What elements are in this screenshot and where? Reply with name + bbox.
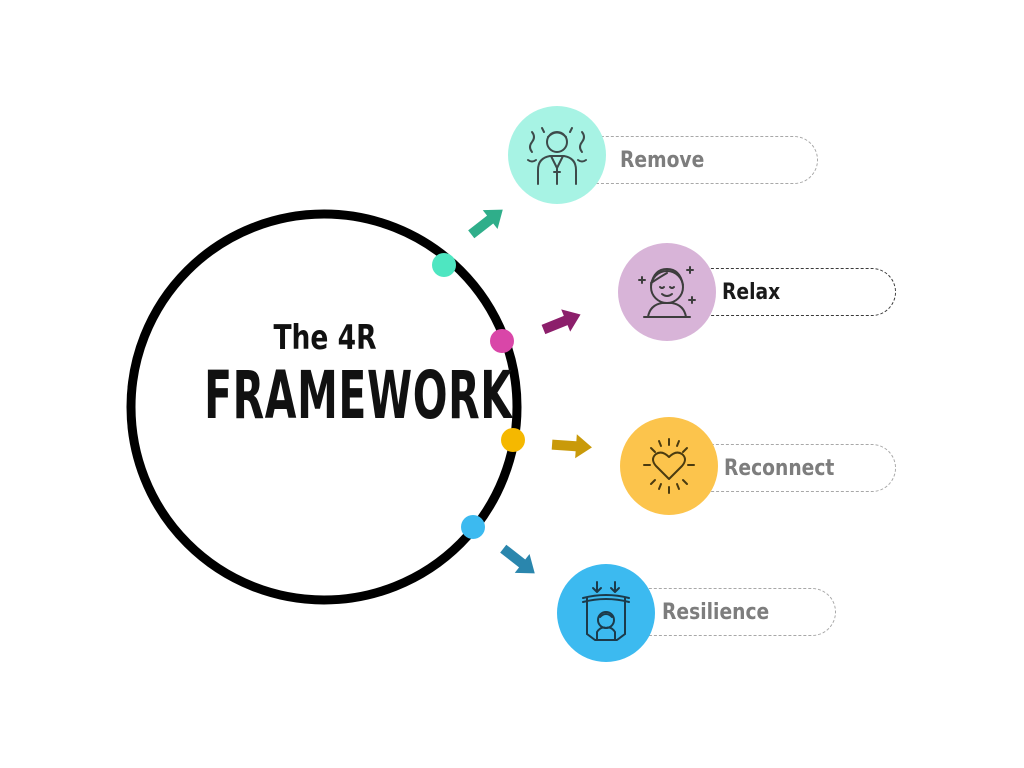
arrow-reconnect <box>551 434 592 459</box>
item-resilience-label: Resilience <box>662 600 770 625</box>
stressed-person-icon <box>527 127 587 185</box>
item-relax-icon-circle <box>618 243 716 341</box>
glowing-heart-icon <box>643 438 695 494</box>
item-remove-icon-circle <box>508 106 606 204</box>
item-remove-label: Remove <box>620 148 705 173</box>
item-reconnect-label: Reconnect <box>724 456 835 481</box>
arrow-relax <box>541 309 581 335</box>
arrow-resilience <box>500 544 535 574</box>
connector-dot-reconnect <box>501 428 525 452</box>
item-resilience-icon-circle <box>557 564 655 662</box>
connector-dot-relax <box>490 329 514 353</box>
relaxed-face-icon <box>638 266 696 318</box>
item-relax-label: Relax <box>722 280 781 305</box>
arrow-remove <box>468 209 503 239</box>
connector-dot-remove <box>432 253 456 277</box>
framework-title: The 4R FRAMEWORK <box>130 318 520 434</box>
person-under-pressure-icon <box>582 581 630 641</box>
title-line-1: The 4R <box>273 318 377 358</box>
title-line-2: FRAMEWORK <box>204 357 513 434</box>
connector-dot-resilience <box>461 515 485 539</box>
item-reconnect-icon-circle <box>620 417 718 515</box>
main-ring <box>126 209 522 605</box>
